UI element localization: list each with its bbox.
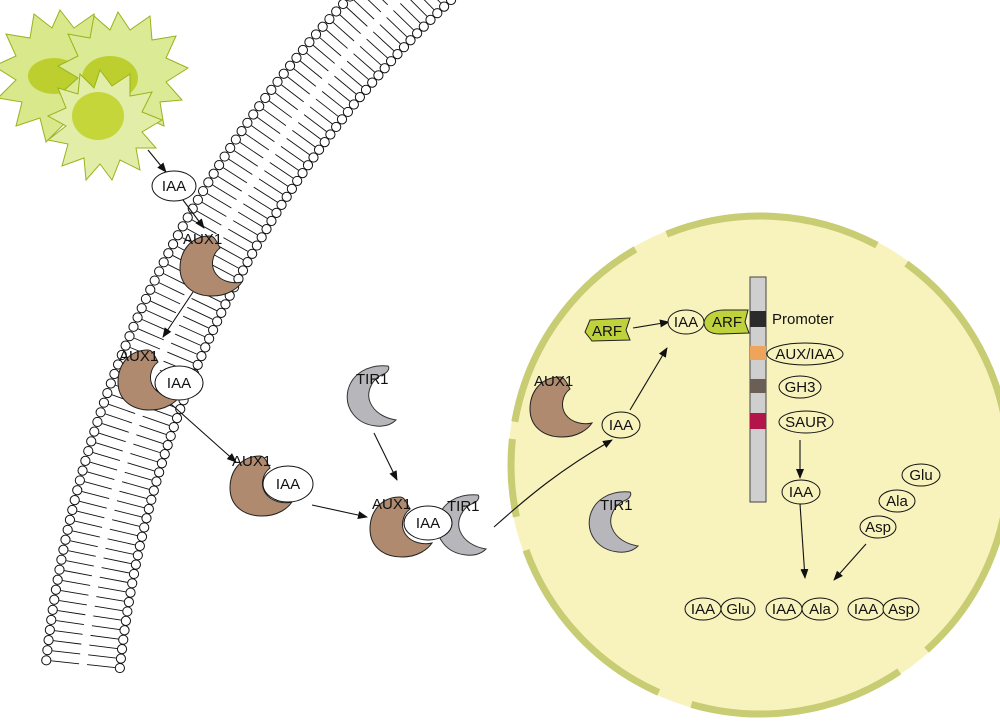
svg-text:ARF: ARF [592,323,622,340]
saur-gene: SAUR [778,410,834,434]
svg-text:IAA: IAA [276,476,300,493]
aux-iaa-gene-box [750,346,766,360]
svg-text:AUX1: AUX1 [372,496,411,513]
svg-text:ARF: ARF [712,314,742,331]
aux1-protein: AUX1 [369,496,433,558]
tir1-protein: TIR1 [588,491,639,553]
svg-text:AUX1: AUX1 [534,373,573,390]
aux1-protein: AUX1 [529,373,593,438]
iaa-molecule: IAA [403,505,453,541]
gh3-gene-box [750,379,766,393]
svg-text:IAA: IAA [772,601,796,618]
saur-gene-box [750,413,766,429]
iaa-ala-conjugate: IAA Ala [765,597,839,621]
gh3-gene: GH3 [778,375,822,399]
auxin-source-cells [0,9,190,182]
arf-protein: ARF [584,317,631,342]
iaa-molecule: IAA [262,465,314,503]
iaa-arf-complex: IAA ARF [667,309,750,335]
svg-text:IAA: IAA [167,375,191,392]
arrows [147,149,867,581]
tir1-protein: TIR1 [346,365,397,427]
promoter-box [750,311,766,327]
svg-text:IAA: IAA [162,178,186,195]
amino-acid-ala: Ala [878,489,916,513]
iaa-glu-conjugate: IAA Glu [684,597,756,621]
svg-text:AUX1: AUX1 [119,348,158,365]
svg-text:Asp: Asp [865,519,891,536]
svg-text:TIR1: TIR1 [356,371,389,388]
chromosome [749,276,767,503]
aux1-protein: AUX1 [179,231,243,297]
svg-text:Glu: Glu [726,601,749,618]
svg-text:AUX1: AUX1 [232,453,271,470]
svg-text:TIR1: TIR1 [447,498,480,515]
svg-text:AUX1: AUX1 [183,231,222,248]
svg-text:IAA: IAA [416,515,440,532]
svg-text:GH3: GH3 [785,379,816,396]
iaa-molecule: IAA [781,479,821,505]
svg-text:Ala: Ala [886,493,908,510]
svg-text:IAA: IAA [609,417,633,434]
svg-text:IAA: IAA [854,601,878,618]
amino-acid-glu: Glu [901,463,941,487]
svg-text:SAUR: SAUR [785,414,827,431]
iaa-molecule: IAA [151,170,197,202]
tir1-protein: TIR1 [436,494,487,556]
svg-text:Glu: Glu [909,467,932,484]
aux1-protein: AUX1 [229,453,293,517]
aux-iaa-gene: AUX/IAA [766,342,844,366]
svg-text:IAA: IAA [674,314,698,331]
iaa-asp-conjugate: IAA Asp [847,597,920,621]
iaa-molecule: IAA [601,411,641,439]
svg-text:AUX/IAA: AUX/IAA [775,346,834,363]
svg-text:IAA: IAA [691,601,715,618]
svg-text:Asp: Asp [888,601,914,618]
aux1-protein: AUX1 [117,348,181,411]
svg-text:TIR1: TIR1 [600,497,633,514]
svg-text:Ala: Ala [809,601,831,618]
promoter-label: Promoter [772,311,834,328]
iaa-molecule: IAA [154,365,204,401]
svg-text:IAA: IAA [789,484,813,501]
amino-acid-asp: Asp [859,515,897,539]
